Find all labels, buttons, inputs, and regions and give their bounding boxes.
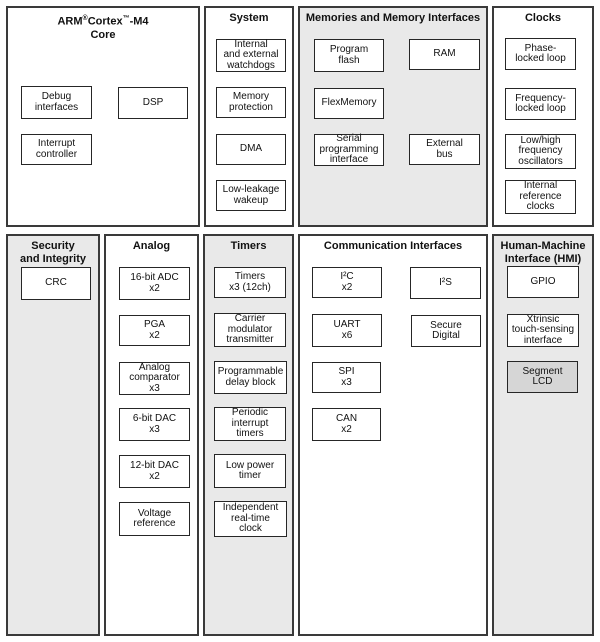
block-carrier-modulator-transmitter: Carrier modulator transmitter <box>214 313 286 347</box>
block-oscillators: Low/high frequency oscillators <box>505 134 576 169</box>
block-analog-comparator: Analog comparator x3 <box>119 362 190 395</box>
core-title-name: Cortex <box>87 15 123 28</box>
block-pga: PGA x2 <box>119 315 190 346</box>
block-i2c: I²C x2 <box>312 267 382 298</box>
block-internal-reference-clocks: Internal reference clocks <box>505 180 576 214</box>
block-i2s: I²S <box>410 267 481 299</box>
block-6bit-dac: 6-bit DAC x3 <box>119 408 190 441</box>
section-system: System Internal and external watchdogs M… <box>204 6 294 227</box>
block-frequency-locked-loop: Frequency- locked loop <box>505 88 576 120</box>
block-dsp: DSP <box>118 87 188 119</box>
block-uart: UART x6 <box>312 314 382 347</box>
section-security-title: Security and Integrity <box>19 240 86 265</box>
section-hmi: Human-Machine Interface (HMI) GPIO Xtrin… <box>492 234 594 636</box>
block-program-flash: Program flash <box>314 39 384 72</box>
section-timers-title: Timers <box>230 240 267 252</box>
block-segment-lcd: Segment LCD <box>507 361 578 393</box>
section-hmi-title: Human-Machine Interface (HMI) <box>500 240 586 265</box>
section-comm-title: Communication Interfaces <box>323 240 463 252</box>
block-external-bus: External bus <box>409 134 480 165</box>
block-timers: Timers x3 (12ch) <box>214 267 286 298</box>
block-crc: CRC <box>21 267 91 300</box>
core-title-suffix: -M4 <box>129 15 149 28</box>
trademark-mark: ™ <box>122 15 130 22</box>
block-programmable-delay-block: Programmable delay block <box>214 361 287 394</box>
section-security: Security and Integrity CRC <box>6 234 100 636</box>
section-analog: Analog 16-bit ADC x2 PGA x2 Analog compa… <box>104 234 199 636</box>
block-16bit-adc: 16-bit ADC x2 <box>119 267 190 300</box>
block-can: CAN x2 <box>312 408 381 441</box>
block-debug-interfaces: Debug interfaces <box>21 86 92 119</box>
section-memories-title: Memories and Memory Interfaces <box>305 12 481 24</box>
section-analog-title: Analog <box>132 240 171 252</box>
section-clocks: Clocks Phase- locked loop Frequency- loc… <box>492 6 594 227</box>
block-touch-sensing-interface: Xtrinsic touch-sensing interface <box>507 314 579 347</box>
block-flexmemory: FlexMemory <box>314 88 384 119</box>
block-periodic-interrupt-timers: Periodic interrupt timers <box>214 407 286 441</box>
block-voltage-reference: Voltage reference <box>119 502 190 536</box>
block-low-leakage-wakeup: Low-leakage wakeup <box>216 180 286 211</box>
core-title-brand: ARM <box>57 15 83 28</box>
block-spi: SPI x3 <box>312 362 381 393</box>
core-title-line2: Core <box>90 28 116 41</box>
block-gpio: GPIO <box>507 266 579 298</box>
block-phase-locked-loop: Phase- locked loop <box>505 38 576 70</box>
block-ram: RAM <box>409 39 480 70</box>
block-memory-protection: Memory protection <box>216 87 286 118</box>
block-interrupt-controller: Interrupt controller <box>21 134 92 165</box>
block-secure-digital: Secure Digital <box>411 315 481 347</box>
block-serial-programming-interface: Serial programming interface <box>314 134 384 166</box>
section-clocks-title: Clocks <box>524 12 562 24</box>
registered-mark: ® <box>82 15 88 22</box>
block-dma: DMA <box>216 134 286 165</box>
block-independent-rtc: Independent real-time clock <box>214 501 287 537</box>
section-timers: Timers Timers x3 (12ch) Carrier modulato… <box>203 234 294 636</box>
block-low-power-timer: Low power timer <box>214 454 286 488</box>
section-memories: Memories and Memory Interfaces Program f… <box>298 6 488 227</box>
block-watchdogs: Internal and external watchdogs <box>216 39 286 72</box>
section-comm: Communication Interfaces I²C x2 I²S UART… <box>298 234 488 636</box>
section-system-title: System <box>229 12 269 24</box>
block-12bit-dac: 12-bit DAC x2 <box>119 455 190 488</box>
